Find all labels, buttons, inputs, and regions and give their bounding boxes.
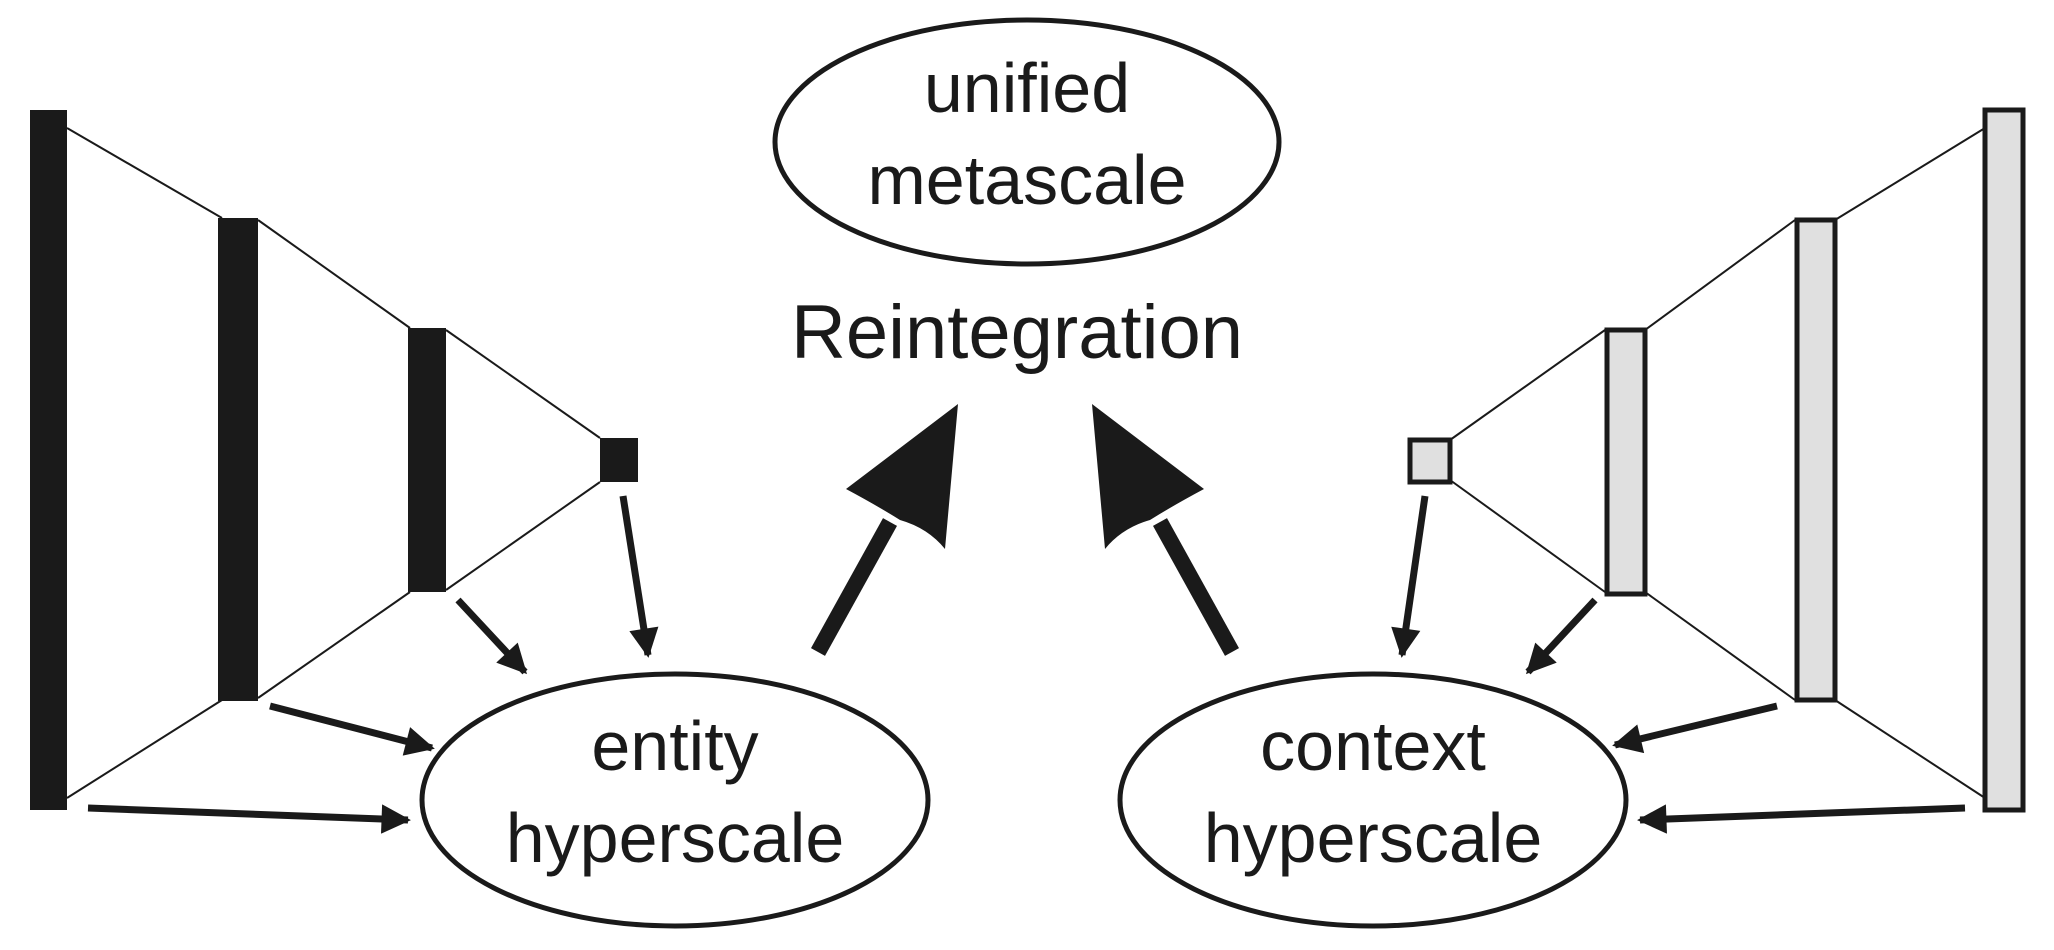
context-bar-2 bbox=[1604, 327, 1648, 597]
funnel-line bbox=[1834, 127, 1986, 221]
entity-label: entity bbox=[591, 707, 758, 785]
entity-bar-3 bbox=[408, 328, 446, 592]
big-arrow-shaft-right bbox=[1153, 518, 1239, 656]
arrow-icon bbox=[619, 495, 659, 658]
metascale-label: metascale bbox=[867, 141, 1186, 219]
unified-metascale-ellipse bbox=[772, 17, 1282, 267]
arrow-icon bbox=[1637, 804, 1966, 834]
context-hyperscale-label: hyperscale bbox=[1204, 799, 1543, 877]
context-bar-3 bbox=[1794, 217, 1838, 703]
arrow-icon bbox=[455, 597, 528, 675]
arrow-icon bbox=[1525, 597, 1598, 675]
context-bar-4 bbox=[1982, 107, 2026, 813]
arrow-icon bbox=[87, 804, 411, 834]
funnel-line bbox=[66, 699, 223, 799]
reintegration-arrows bbox=[811, 404, 1239, 656]
funnel-line bbox=[445, 329, 601, 439]
big-arrow-shaft-left bbox=[811, 518, 897, 656]
funnel-line bbox=[1644, 219, 1796, 331]
context-bar-1 bbox=[1407, 437, 1453, 485]
funnel-line bbox=[257, 219, 411, 329]
funnel-line bbox=[445, 481, 601, 591]
entity-bar-1 bbox=[30, 110, 67, 810]
funnel-line bbox=[257, 591, 411, 699]
entity-bar-4 bbox=[600, 438, 638, 482]
arrow-icon bbox=[1612, 702, 1778, 754]
big-arrow-head-left-icon bbox=[846, 404, 958, 549]
funnel-line bbox=[1644, 591, 1796, 701]
entity-funnel bbox=[30, 110, 638, 810]
context-hyperscale-ellipse bbox=[1117, 671, 1629, 929]
entity-hyperscale-label: hyperscale bbox=[506, 799, 845, 877]
arrow-icon bbox=[269, 702, 435, 756]
context-funnel bbox=[1407, 107, 2026, 813]
funnel-line bbox=[66, 127, 223, 219]
context-label: context bbox=[1260, 707, 1486, 785]
funnel-line bbox=[1449, 329, 1606, 441]
funnel-line bbox=[1449, 479, 1606, 593]
arrow-icon bbox=[1391, 495, 1429, 658]
funnel-line bbox=[1834, 699, 1986, 799]
unified-label: unified bbox=[924, 49, 1130, 127]
entity-bar-2 bbox=[218, 218, 258, 701]
entity-hyperscale-ellipse bbox=[419, 671, 931, 929]
entity-input-arrows bbox=[87, 495, 659, 834]
big-arrow-head-right-icon bbox=[1092, 404, 1204, 549]
context-input-arrows bbox=[1391, 495, 1966, 834]
reintegration-label: Reintegration bbox=[791, 290, 1243, 375]
